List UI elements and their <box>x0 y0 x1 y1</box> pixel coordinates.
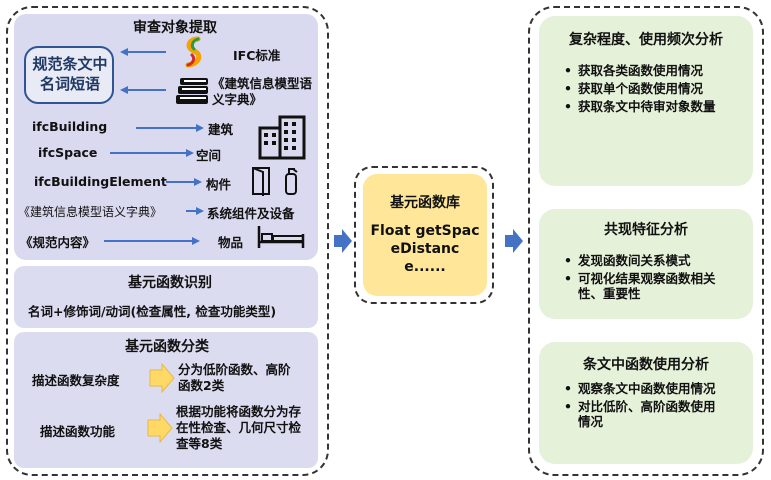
right-panel <box>528 6 764 476</box>
bed-icon <box>257 226 305 248</box>
row-arrow-1 <box>136 127 196 129</box>
classification-label-complexity: 描述函数复杂度 <box>32 373 120 388</box>
classification-box <box>14 332 318 468</box>
row-arrowhead-4 <box>196 207 204 215</box>
row-right-system: 系统组件及设备 <box>207 206 295 221</box>
analysis-title-usage: 条文中函数使用分析 <box>583 357 709 373</box>
classification-label-function: 描述函数功能 <box>40 424 116 439</box>
analysis-item: 可视化结果观察函数相关性、重要性 <box>552 271 732 301</box>
row-right-building: 建筑 <box>208 122 234 137</box>
row-arrowhead-5 <box>192 237 200 245</box>
function-library-box <box>363 174 487 296</box>
analysis-list-cooccurrence: 发现函数间关系模式 可视化结果观察函数相关性、重要性 <box>552 253 732 304</box>
ifc-arrowhead <box>120 48 128 56</box>
row-left-ifcbuilding: ifcBuilding <box>32 119 108 134</box>
row-arrow-2 <box>110 152 186 154</box>
left-panel <box>6 6 329 476</box>
classification-result-complexity: 分为低阶函数、高阶函数2类 <box>178 362 291 393</box>
analysis-item: 获取条文中待审对象数量 <box>552 99 722 114</box>
recognition-box <box>14 266 318 328</box>
classification-result-function: 根据功能将函数分为存在性检查、几何尺寸检查等8类 <box>176 404 302 451</box>
dict-arrow <box>126 89 166 91</box>
function-library-title: 基元函数库 <box>390 195 460 211</box>
fire-extinguisher-icon <box>285 168 298 195</box>
ifc-logo-icon <box>185 36 202 68</box>
analysis-item: 获取各类函数使用情况 <box>552 63 722 78</box>
dict-arrowhead <box>120 86 128 94</box>
extraction-title: 审查对象提取 <box>133 20 217 36</box>
flow-arrow-left <box>334 229 352 253</box>
analysis-list-frequency: 获取各类函数使用情况 获取单个函数使用情况 获取条文中待审对象数量 <box>552 63 722 117</box>
analysis-item: 获取单个函数使用情况 <box>552 81 722 96</box>
row-right-component: 构件 <box>206 177 232 192</box>
flow-arrow-right <box>505 229 523 253</box>
books-icon <box>176 78 208 104</box>
analysis-title-cooccurrence: 共现特征分析 <box>604 222 688 238</box>
function-library-text: Float getSpaceDistance...... <box>370 223 480 275</box>
analysis-item: 对比低阶、高阶函数使用情况 <box>552 399 722 429</box>
row-left-ifcbuildingelement: ifcBuildingElement <box>34 174 167 189</box>
row-arrow-5 <box>104 240 192 242</box>
row-arrow-3 <box>166 181 194 183</box>
row-left-semantic-dict: 《建筑信息模型语义字典》 <box>18 205 163 219</box>
row-arrowhead-1 <box>196 124 204 132</box>
row-arrow-4 <box>186 210 196 212</box>
row-right-item: 物品 <box>218 235 244 250</box>
recognition-text: 名词+修饰词/动词(检查属性, 检查功能类型) <box>28 304 277 319</box>
analysis-title-frequency: 复杂程度、使用频次分析 <box>569 32 723 48</box>
row-left-ifcspace: ifcSpace <box>38 145 98 160</box>
ifc-label: IFC标准 <box>233 48 281 63</box>
row-right-space: 空间 <box>196 148 222 163</box>
row-arrowhead-3 <box>194 178 202 186</box>
middle-panel <box>354 166 494 304</box>
classification-title: 基元函数分类 <box>125 339 209 355</box>
ifc-arrow <box>126 51 166 53</box>
function-arrow-icon <box>147 413 173 443</box>
analysis-item: 发现函数间关系模式 <box>552 253 732 268</box>
analysis-list-usage: 观察条文中函数使用情况 对比低阶、高阶函数使用情况 <box>552 381 722 432</box>
analysis-item: 观察条文中函数使用情况 <box>552 381 722 396</box>
dict-label: 《建筑信息模型语义字典》 <box>212 76 313 107</box>
door-icon <box>252 167 270 196</box>
noun-phrase-box <box>24 46 114 104</box>
complexity-arrow-icon <box>149 363 175 393</box>
noun-phrase-label: 规范条文中名词短语 <box>32 55 108 93</box>
building-icon <box>258 115 306 160</box>
recognition-title: 基元函数识别 <box>128 275 212 291</box>
row-left-code-content: 《规范内容》 <box>20 235 96 250</box>
row-arrowhead-2 <box>186 149 194 157</box>
